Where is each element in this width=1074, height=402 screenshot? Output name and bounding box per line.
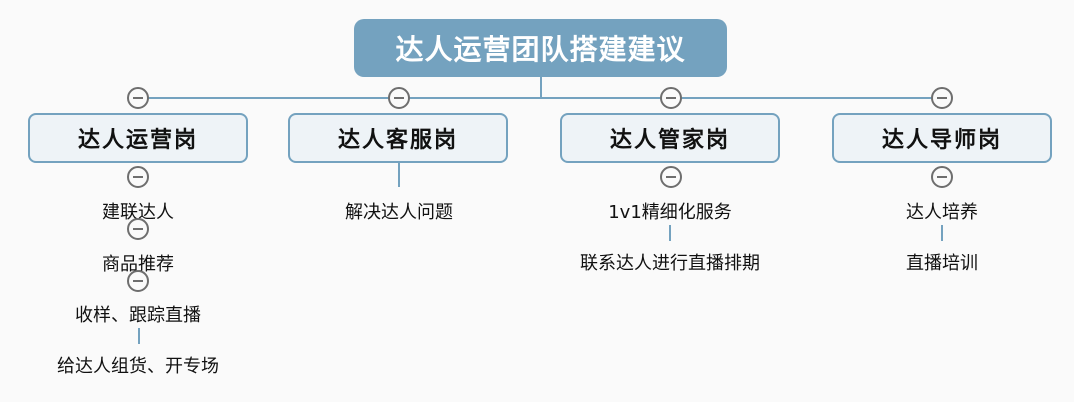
leaf-connector <box>398 163 400 187</box>
collapse-icon[interactable] <box>931 166 953 188</box>
leaf-connector <box>669 225 671 241</box>
root-connector <box>540 77 542 99</box>
root-node[interactable]: 达人运营团队搭建建议 <box>354 19 727 77</box>
branch-node-steward[interactable]: 达人管家岗 <box>560 113 780 163</box>
collapse-icon[interactable] <box>127 218 149 240</box>
branch-label: 达人导师岗 <box>881 128 1002 153</box>
collapse-icon[interactable] <box>660 87 682 109</box>
collapse-icon[interactable] <box>127 166 149 188</box>
branch-node-mentor[interactable]: 达人导师岗 <box>832 113 1052 163</box>
leaf-item[interactable]: 解决达人问题 <box>345 202 453 223</box>
branch-bus-line <box>138 97 942 99</box>
leaf-item[interactable]: 1v1精细化服务 <box>608 202 732 223</box>
leaf-item[interactable]: 商品推荐 <box>102 254 174 275</box>
leaf-item[interactable]: 收样、跟踪直播 <box>75 305 201 326</box>
leaf-item[interactable]: 直播培训 <box>906 253 978 274</box>
branch-node-customer-service[interactable]: 达人客服岗 <box>288 113 508 163</box>
branch-label: 达人管家岗 <box>609 128 730 153</box>
leaf-item[interactable]: 达人培养 <box>906 202 978 223</box>
leaf-item[interactable]: 建联达人 <box>102 202 174 223</box>
branch-label: 达人运营岗 <box>77 128 198 153</box>
leaf-item[interactable]: 给达人组货、开专场 <box>57 356 219 377</box>
branch-node-operations[interactable]: 达人运营岗 <box>28 113 248 163</box>
collapse-icon[interactable] <box>388 87 410 109</box>
collapse-icon[interactable] <box>660 166 682 188</box>
branch-label: 达人客服岗 <box>337 128 458 153</box>
leaf-item[interactable]: 联系达人进行直播排期 <box>580 253 760 274</box>
leaf-connector <box>941 225 943 241</box>
root-title: 达人运营团队搭建建议 <box>395 33 686 66</box>
collapse-icon[interactable] <box>127 87 149 109</box>
collapse-icon[interactable] <box>931 87 953 109</box>
collapse-icon[interactable] <box>127 270 149 292</box>
leaf-connector <box>138 328 140 344</box>
